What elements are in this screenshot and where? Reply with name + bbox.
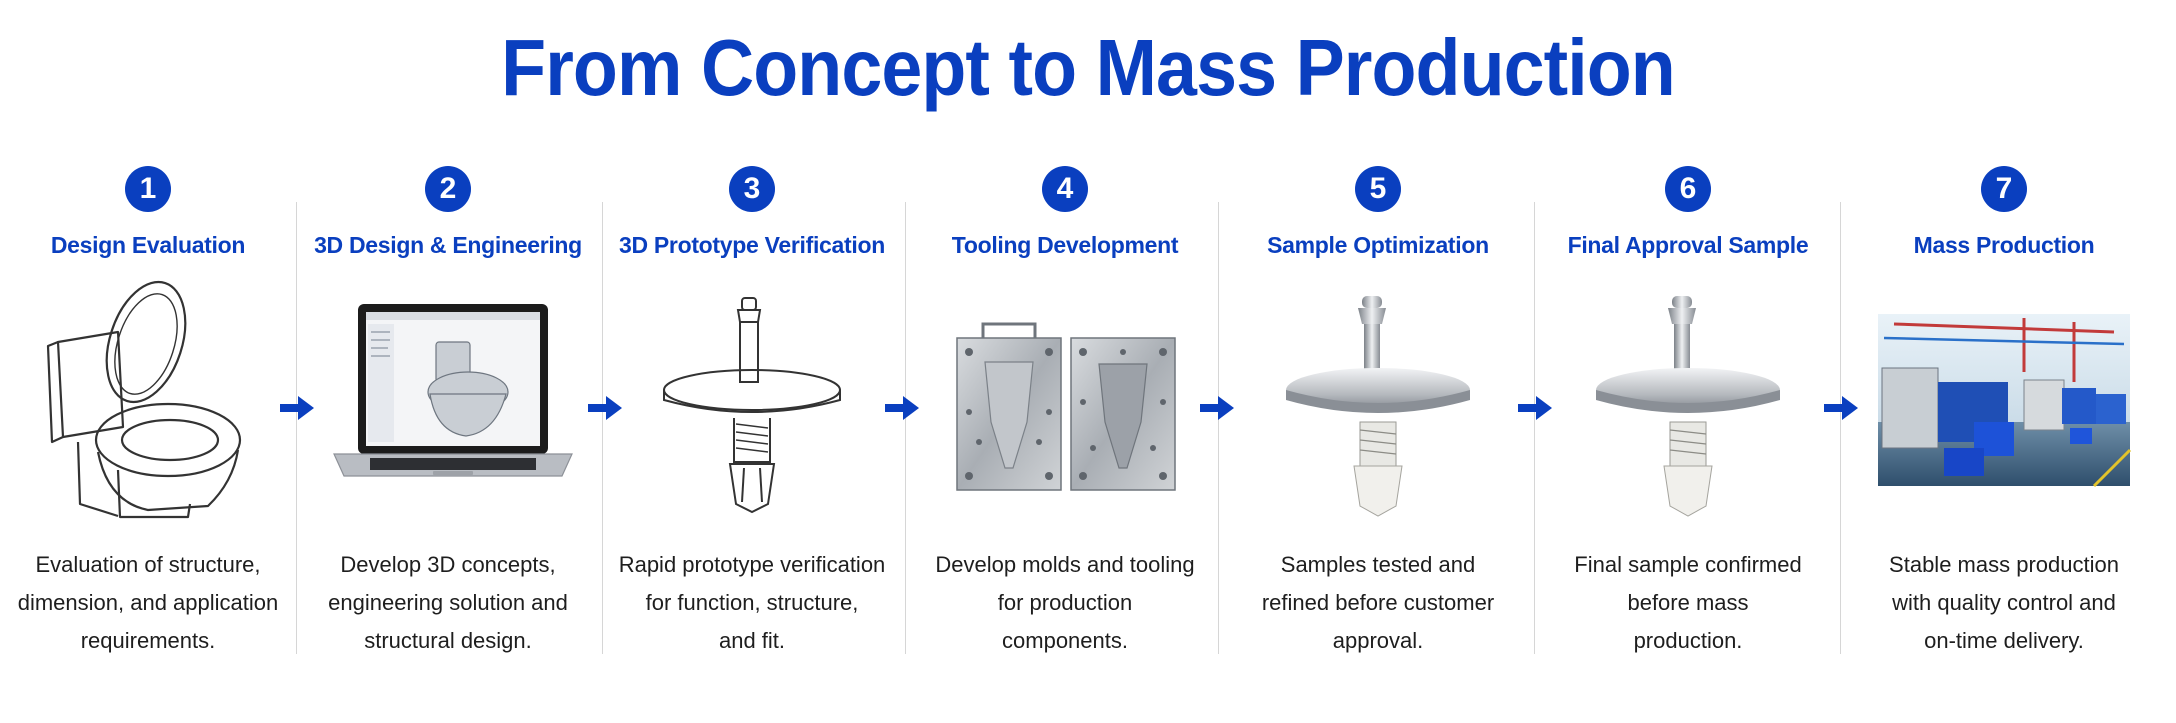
- step-sample-optimization: 5 Sample Optimization Samples: [1230, 160, 1526, 680]
- step-divider: [602, 202, 603, 654]
- mold-tooling-icon: [956, 322, 1176, 491]
- step-number-badge: 4: [1042, 166, 1088, 212]
- step-mass-production: 7 Mass Production: [1856, 160, 2152, 680]
- arrow-right-icon: [280, 396, 314, 420]
- prototype-sketch-icon: [663, 297, 841, 514]
- step-title: 3D Prototype Verification: [618, 232, 885, 258]
- step-divider: [1218, 202, 1219, 654]
- step-divider: [296, 202, 297, 654]
- metal-hinge-icon: [1286, 296, 1470, 517]
- laptop-cad-icon: [333, 304, 573, 477]
- step-number-badge: 3: [729, 166, 775, 212]
- arrow-right-icon: [1824, 396, 1858, 420]
- step-description: Stable mass production with quality cont…: [1889, 552, 2119, 653]
- step-description: Develop 3D concepts, engineering solutio…: [328, 552, 568, 653]
- step-description: Develop molds and tooling for production…: [935, 552, 1195, 653]
- step-title: Final Approval Sample: [1567, 232, 1809, 258]
- step-number-badge: 2: [425, 166, 471, 212]
- step-title: Sample Optimization: [1267, 232, 1489, 258]
- step-divider: [1840, 202, 1841, 654]
- step-number-badge: 6: [1665, 166, 1711, 212]
- step-3d-design-engineering: 2 3D Design & Engineering Develop 3D co: [300, 160, 596, 680]
- arrow-right-icon: [1200, 396, 1234, 420]
- arrow-right-icon: [885, 396, 919, 420]
- step-title: Tooling Development: [951, 232, 1179, 258]
- toilet-sketch-icon: [46, 280, 242, 519]
- step-description: Evaluation of structure, dimension, and …: [17, 552, 279, 653]
- step-final-approval-sample: 6 Final Approval Sample Final: [1540, 160, 1836, 680]
- step-divider: [1534, 202, 1535, 654]
- process-steps: 1 Design Evaluation Evaluation of struct…: [0, 160, 2176, 680]
- step-3d-prototype-verification: 3 3D Prototype Verification: [604, 160, 900, 680]
- metal-hinge-icon: [1596, 296, 1780, 517]
- page-title: From Concept to Mass Production: [501, 23, 1676, 112]
- step-description: Final sample confirmed before mass produ…: [1574, 552, 1802, 653]
- step-number-badge: 7: [1981, 166, 2027, 212]
- step-title: Mass Production: [1913, 232, 2095, 258]
- step-number-badge: 1: [125, 166, 171, 212]
- step-title: Design Evaluation: [50, 232, 246, 258]
- step-description: Rapid prototype verification for functio…: [618, 552, 886, 653]
- step-design-evaluation: 1 Design Evaluation Evaluation of struct…: [0, 160, 296, 680]
- step-number-badge: 5: [1355, 166, 1401, 212]
- step-tooling-development: 4 Tooling Development: [917, 160, 1213, 680]
- arrow-right-icon: [588, 396, 622, 420]
- factory-photo-icon: [1878, 314, 2132, 488]
- arrow-right-icon: [1518, 396, 1552, 420]
- step-description: Samples tested and refined before custom…: [1261, 552, 1495, 653]
- step-title: 3D Design & Engineering: [314, 232, 582, 258]
- step-divider: [905, 202, 906, 654]
